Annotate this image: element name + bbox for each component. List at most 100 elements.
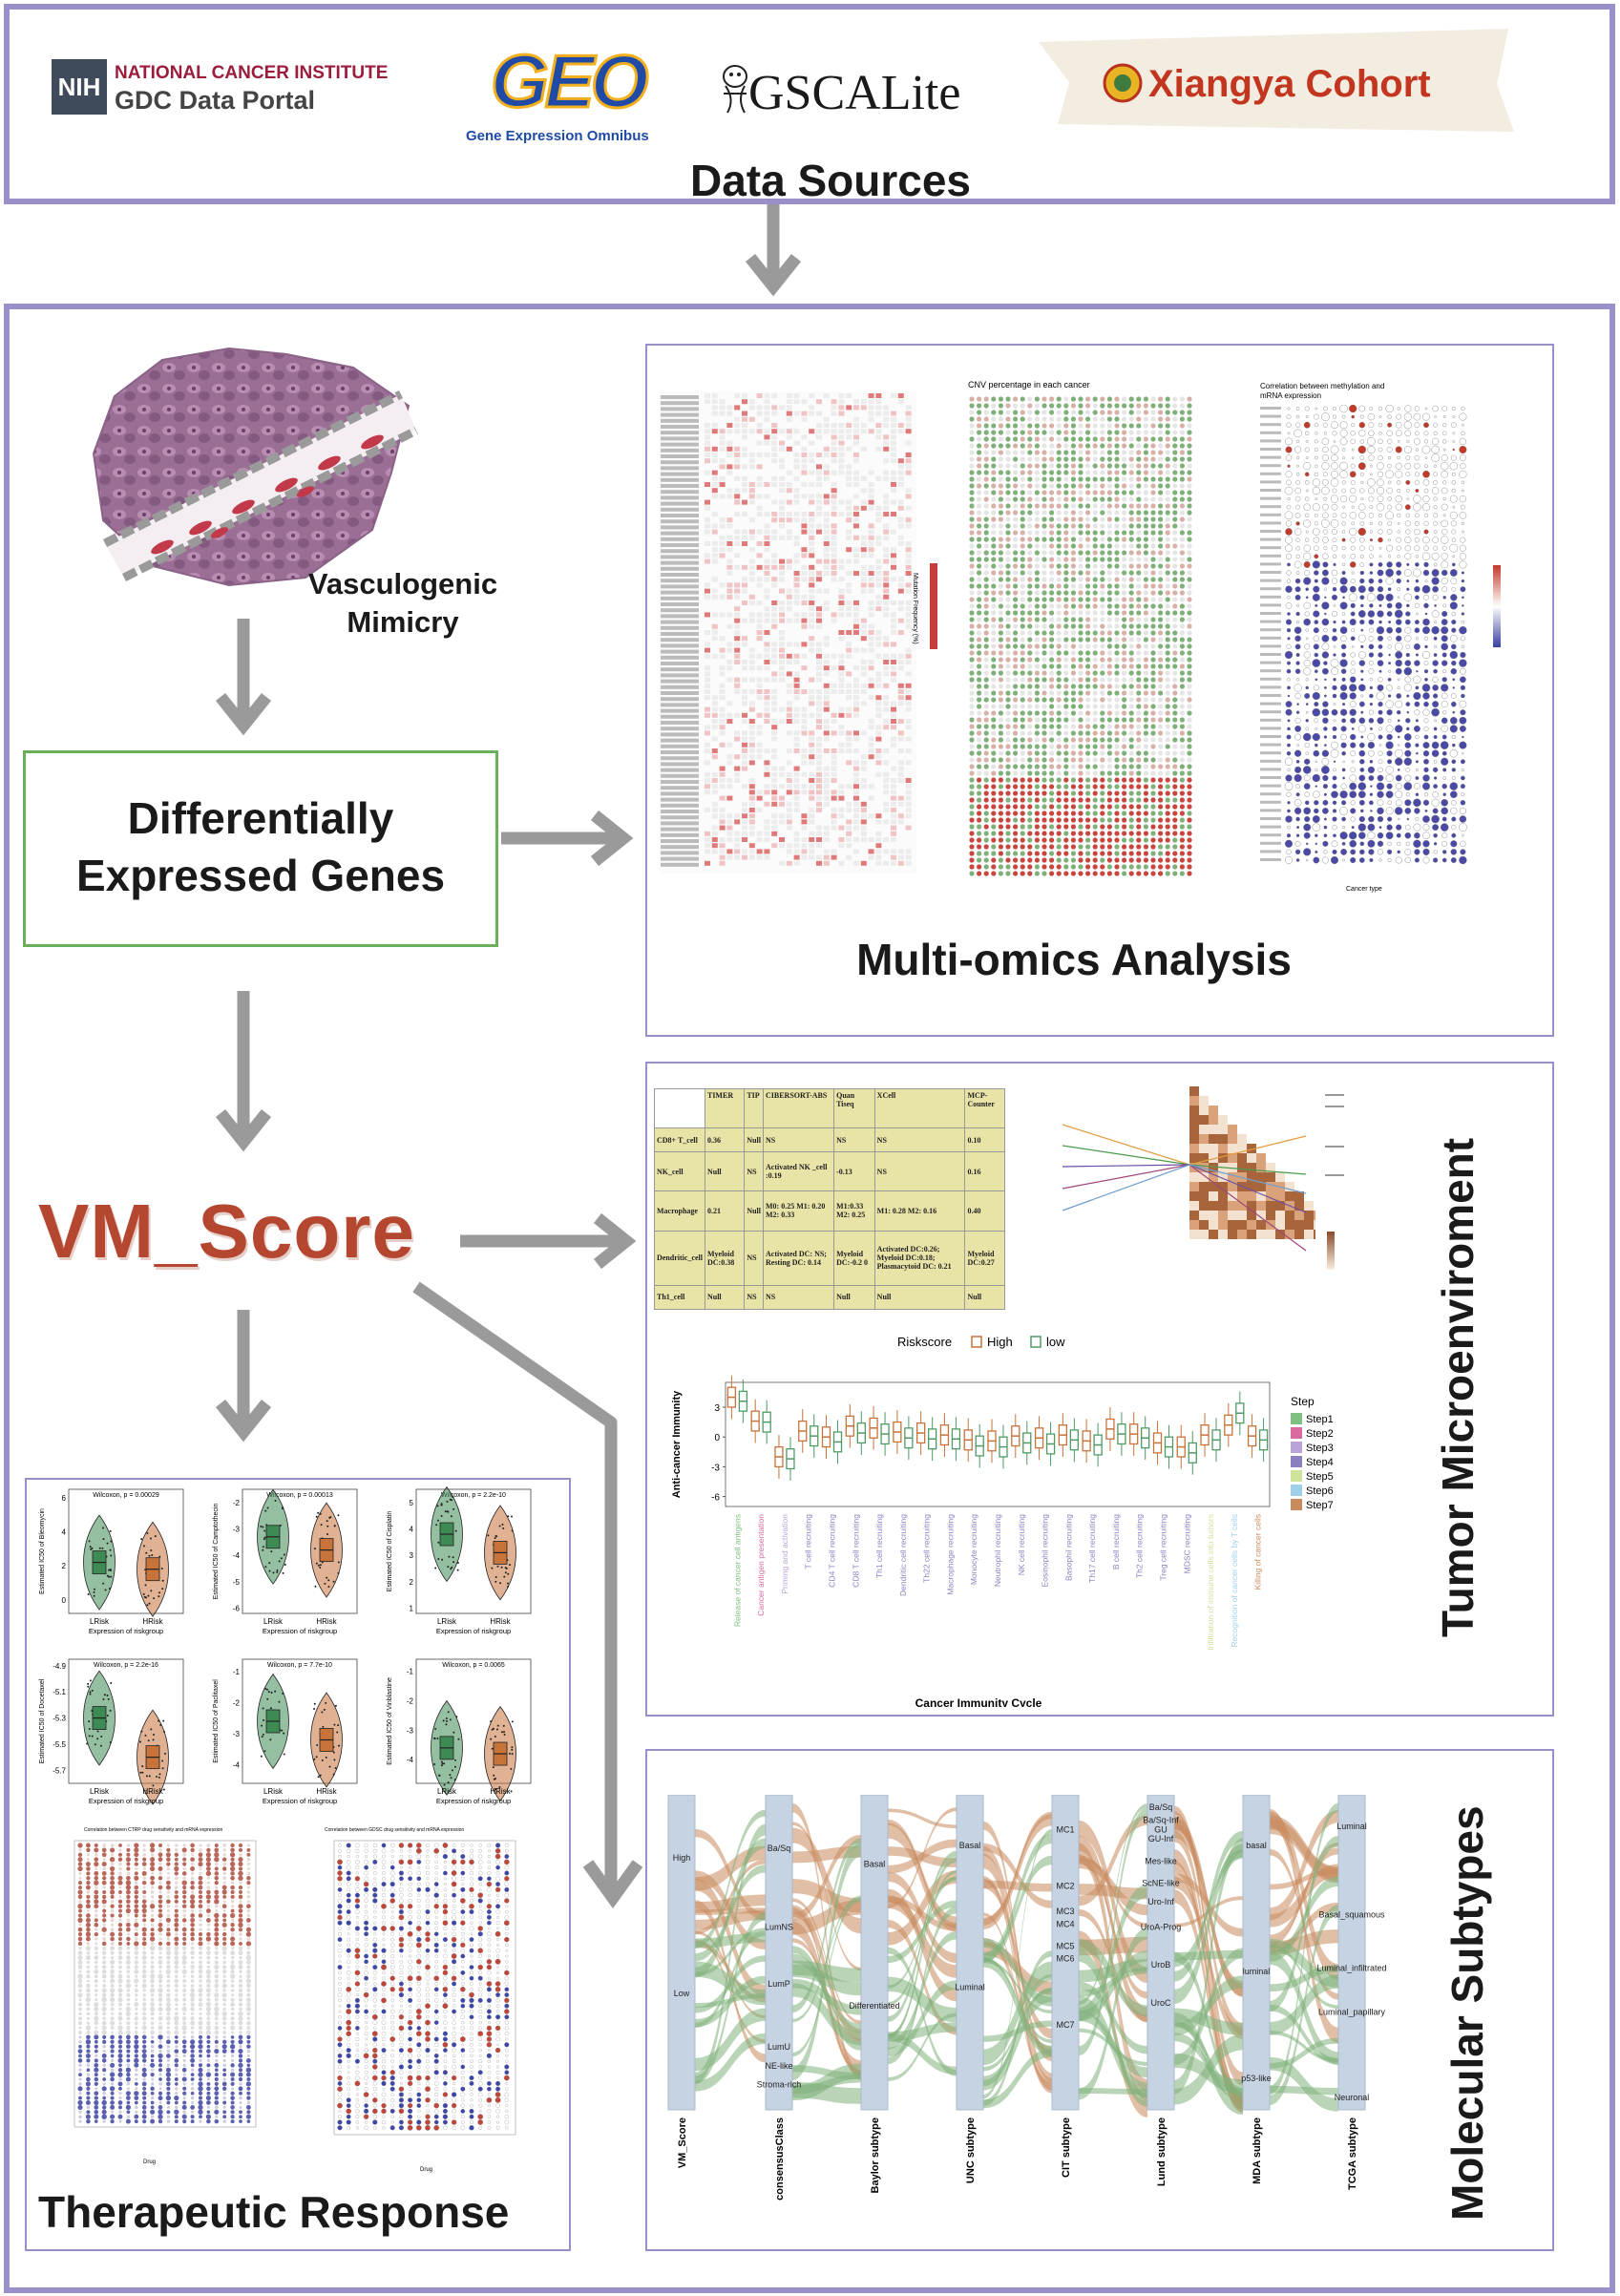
mutation-cell: [786, 517, 792, 523]
cnv-dot: [1179, 617, 1185, 622]
cnv-dot: [1078, 396, 1084, 402]
mutation-cell: [764, 612, 770, 618]
mutation-cell: [734, 813, 741, 819]
methylation-dot: [1312, 593, 1320, 601]
methylation-dot: [1462, 604, 1464, 607]
mutation-cell: [905, 854, 912, 860]
cnv-dot: [1085, 817, 1091, 823]
cnv-dot: [991, 724, 997, 729]
cnv-dot: [1056, 790, 1062, 796]
cnv-dot: [1128, 684, 1134, 689]
mutation-cell: [756, 529, 763, 535]
mutation-cell: [734, 630, 741, 635]
mutation-cell: [793, 642, 800, 647]
mutation-cell: [875, 393, 882, 398]
cnv-dot: [1092, 496, 1098, 502]
mutation-cell: [705, 553, 710, 558]
cnv-dot: [977, 757, 982, 763]
methylation-dot: [1332, 627, 1337, 633]
mutation-cell: [742, 482, 747, 487]
methylation-dot: [1395, 667, 1402, 675]
cnv-dot: [998, 670, 1003, 676]
cnv-dot: [1056, 503, 1062, 509]
mutation-cell: [846, 482, 852, 487]
cnv-dot: [1143, 643, 1148, 649]
heatmap-cell: [1209, 1106, 1218, 1115]
cnv-dot: [1143, 664, 1148, 669]
methylation-dot: [1349, 512, 1357, 519]
cnv-dot: [1165, 617, 1170, 622]
mutation-cell: [748, 660, 755, 664]
mutation-cell: [748, 571, 755, 576]
cnv-dot: [1136, 844, 1142, 850]
methylation-dot: [1385, 790, 1394, 799]
mutation-cell: [816, 606, 822, 612]
cnv-dot: [1005, 537, 1011, 542]
methylation-dot: [1462, 833, 1464, 837]
mutation-cell: [748, 529, 755, 535]
mutation-cell: [816, 470, 822, 475]
mutation-cell: [816, 618, 822, 623]
gene-label: [1260, 817, 1281, 820]
cnv-dot: [1013, 643, 1019, 649]
cnv-dot: [1078, 470, 1084, 475]
mutation-cell: [891, 795, 896, 801]
mutation-cell: [801, 517, 808, 523]
cnv-dot: [1063, 737, 1069, 743]
methylation-dot: [1394, 642, 1403, 651]
cnv-dot: [991, 583, 997, 589]
mutation-cell: [846, 801, 852, 807]
mutation-cell: [816, 801, 822, 807]
table-cell: 0.21: [704, 1190, 746, 1232]
cnv-dot: [1041, 603, 1047, 609]
cnv-dot: [1143, 777, 1148, 783]
methylation-dot: [1351, 456, 1355, 459]
heatmap-cell: [1189, 1115, 1199, 1125]
cnv-dot: [1078, 730, 1084, 736]
cnv-dot: [1063, 456, 1069, 462]
mutation-cell: [868, 677, 874, 683]
methylation-dot: [1451, 743, 1456, 748]
cnv-dot: [977, 443, 982, 449]
mutation-cell: [748, 577, 755, 582]
cnv-dot: [1063, 436, 1069, 442]
mutation-cell: [742, 849, 747, 854]
mutation-cell: [719, 689, 726, 694]
mutation-cell: [809, 429, 815, 434]
methylation-dot: [1452, 415, 1456, 418]
methylation-dot: [1451, 529, 1457, 535]
cnv-dot: [1049, 617, 1055, 622]
mutation-cell: [883, 594, 890, 600]
methylation-dot: [1422, 569, 1430, 577]
cnv-dot: [1085, 563, 1091, 569]
methylation-dot: [1350, 579, 1356, 584]
cnv-dot: [1158, 537, 1164, 542]
cnv-dot: [1100, 844, 1105, 850]
gene-label: [661, 815, 699, 820]
methylation-dot: [1322, 808, 1329, 814]
cnv-dot: [1128, 483, 1134, 489]
mutation-cell: [742, 712, 747, 718]
methylation-dot: [1421, 552, 1431, 560]
cnv-dot: [1172, 811, 1178, 816]
cnv-dot: [1056, 744, 1062, 749]
cnv-dot: [1165, 503, 1170, 509]
cnv-dot: [1172, 764, 1178, 769]
mutation-cell: [764, 701, 770, 706]
cnv-dot: [1041, 550, 1047, 556]
mutation-cell: [779, 784, 785, 790]
gene-label: [661, 750, 699, 754]
mutation-cell: [705, 458, 710, 464]
cnv-dot: [1100, 410, 1105, 415]
methylation-dot: [1442, 480, 1447, 485]
cnv-dot: [1063, 483, 1069, 489]
cnv-dot: [1056, 710, 1062, 716]
cnv-dot: [1128, 490, 1134, 495]
mutation-cell: [809, 647, 815, 653]
methylation-dot: [1305, 858, 1309, 862]
mutation-cell: [868, 784, 874, 790]
mutation-cell: [726, 701, 733, 706]
cnv-dot: [977, 650, 982, 656]
mutation-cell: [748, 600, 755, 605]
mutation-cell: [905, 505, 912, 511]
